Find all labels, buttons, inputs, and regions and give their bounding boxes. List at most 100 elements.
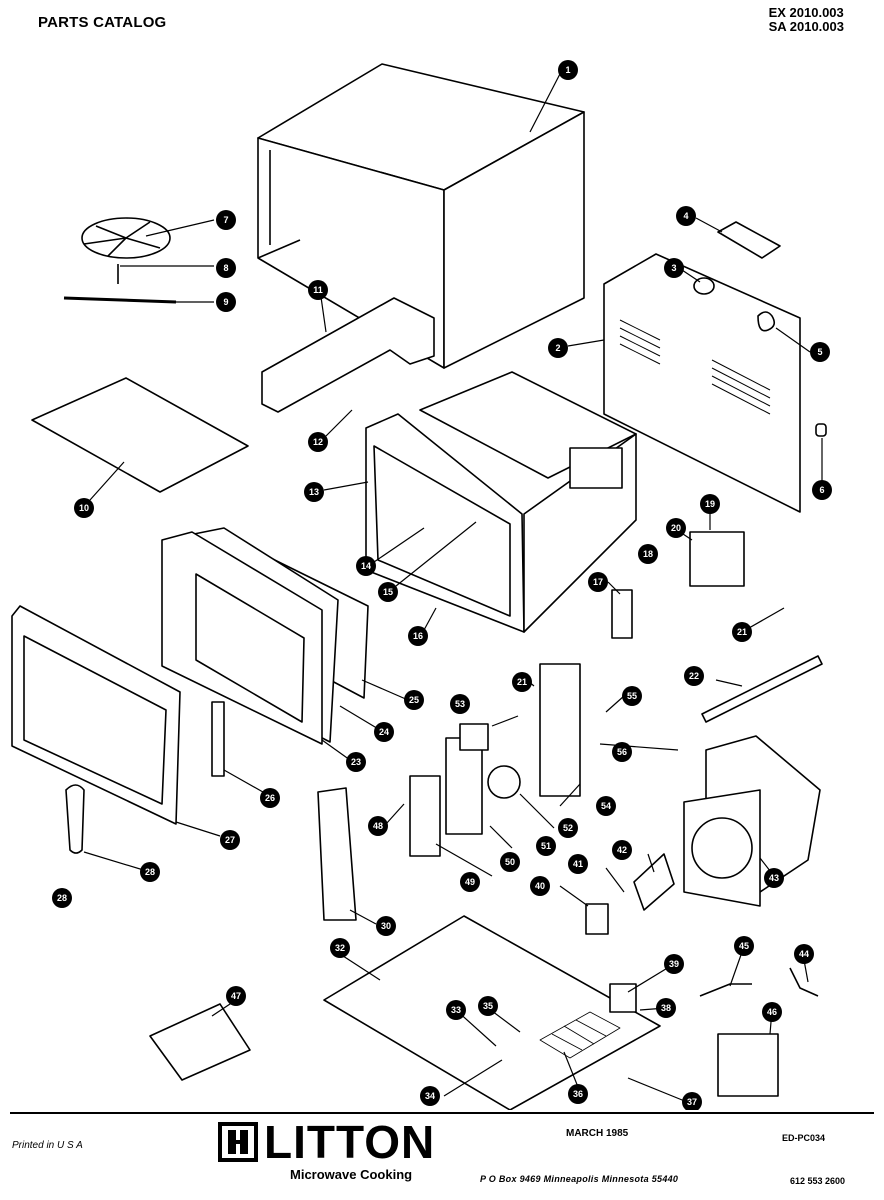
callout-18: 18 <box>638 544 658 564</box>
publication-date: MARCH 1985 <box>566 1128 629 1139</box>
callout-35: 35 <box>478 996 498 1016</box>
callout-26: 26 <box>260 788 280 808</box>
callout-1: 1 <box>558 60 578 80</box>
exploded-parts-diagram: 1 2 3 4 5 6 7 8 9 10 11 12 13 14 15 16 1… <box>11 60 832 1110</box>
callout-2: 2 <box>548 338 568 358</box>
svg-text:50: 50 <box>505 857 515 867</box>
printed-in-note: Printed in U S A <box>12 1140 83 1151</box>
callout-48: 48 <box>368 816 388 836</box>
svg-text:3: 3 <box>671 263 676 273</box>
callout-25: 25 <box>404 690 424 710</box>
svg-text:42: 42 <box>617 845 627 855</box>
svg-text:13: 13 <box>309 487 319 497</box>
phone-number: 612 553 2600 <box>790 1176 846 1186</box>
callout-34: 34 <box>420 1086 440 1106</box>
callout-37: 37 <box>682 1092 702 1110</box>
svg-text:27: 27 <box>225 835 235 845</box>
callout-21b: 21 <box>512 672 532 692</box>
svg-text:54: 54 <box>601 801 611 811</box>
callout-45: 45 <box>734 936 754 956</box>
outer-door <box>11 605 181 825</box>
magnetron <box>689 531 745 587</box>
svg-text:46: 46 <box>767 1007 777 1017</box>
svg-text:30: 30 <box>381 921 391 931</box>
brand-name: LITTON <box>264 1116 436 1168</box>
lamp-socket <box>757 311 776 332</box>
svg-text:4: 4 <box>683 211 688 221</box>
svg-text:19: 19 <box>705 499 715 509</box>
capacitor <box>609 983 637 1013</box>
callout-10: 10 <box>74 498 94 518</box>
callout-24: 24 <box>374 722 394 742</box>
cook-timer <box>487 765 521 799</box>
stirrer-fan-assembly <box>63 217 177 304</box>
mailing-address: P O Box 9469 Minneapolis Minnesota 55440 <box>480 1174 679 1184</box>
foot-knob <box>815 423 827 437</box>
model-line-2: SA 2010.003 <box>768 19 844 34</box>
svg-text:23: 23 <box>351 757 361 767</box>
callout-43: 43 <box>764 868 784 888</box>
svg-text:53: 53 <box>455 699 465 709</box>
svg-text:41: 41 <box>573 859 583 869</box>
model-numbers: EX 2010.003 SA 2010.003 <box>769 6 844 34</box>
svg-text:45: 45 <box>739 941 749 951</box>
svg-text:48: 48 <box>373 821 383 831</box>
callout-12: 12 <box>308 432 328 452</box>
callout-14: 14 <box>356 556 376 576</box>
terminal-block <box>149 1003 251 1081</box>
svg-text:8: 8 <box>223 263 228 273</box>
outer-cabinet <box>257 63 585 369</box>
callout-21a: 21 <box>732 622 752 642</box>
callout-54: 54 <box>596 796 616 816</box>
litton-logo-icon <box>218 1122 258 1162</box>
callout-15: 15 <box>378 582 398 602</box>
svg-text:52: 52 <box>563 823 573 833</box>
svg-text:18: 18 <box>643 549 653 559</box>
svg-text:56: 56 <box>617 747 627 757</box>
callout-51: 51 <box>536 836 556 856</box>
transformer <box>717 1033 779 1097</box>
waveguide-cover <box>261 297 435 413</box>
svg-text:35: 35 <box>483 1001 493 1011</box>
svg-text:20: 20 <box>671 523 681 533</box>
callout-50: 50 <box>500 852 520 872</box>
callout-13: 13 <box>304 482 324 502</box>
callout-52: 52 <box>558 818 578 838</box>
catalog-title: PARTS CATALOG <box>38 14 167 31</box>
model-line-1: EX 2010.003 <box>768 5 844 20</box>
callout-23: 23 <box>346 752 366 772</box>
callout-40: 40 <box>530 876 550 896</box>
callout-42: 42 <box>612 840 632 860</box>
svg-text:47: 47 <box>231 991 241 1001</box>
svg-text:40: 40 <box>535 881 545 891</box>
thermal-cutout <box>699 983 752 997</box>
callout-7: 7 <box>216 210 236 230</box>
control-panel-cover <box>317 787 357 921</box>
svg-text:2: 2 <box>555 343 560 353</box>
callout-44: 44 <box>794 944 814 964</box>
footer-divider <box>10 1112 874 1114</box>
svg-text:44: 44 <box>799 949 809 959</box>
svg-text:21: 21 <box>737 627 747 637</box>
svg-text:37: 37 <box>687 1097 697 1107</box>
callout-3: 3 <box>664 258 684 278</box>
svg-text:22: 22 <box>689 671 699 681</box>
callout-46: 46 <box>762 1002 782 1022</box>
svg-text:7: 7 <box>223 215 228 225</box>
callout-19: 19 <box>700 494 720 514</box>
callout-9: 9 <box>216 292 236 312</box>
door-assembly <box>161 527 369 745</box>
timer-board <box>445 737 483 835</box>
svg-text:38: 38 <box>661 1003 671 1013</box>
control-bracket <box>539 663 581 797</box>
callout-38: 38 <box>656 998 676 1018</box>
base-vent-grid <box>539 1011 621 1059</box>
callout-41: 41 <box>568 854 588 874</box>
svg-text:14: 14 <box>361 561 371 571</box>
fan-blade <box>633 853 675 911</box>
callout-53: 53 <box>450 694 470 714</box>
svg-text:26: 26 <box>265 793 275 803</box>
svg-text:9: 9 <box>223 297 228 307</box>
svg-text:11: 11 <box>313 285 323 295</box>
callout-32: 32 <box>330 938 350 958</box>
